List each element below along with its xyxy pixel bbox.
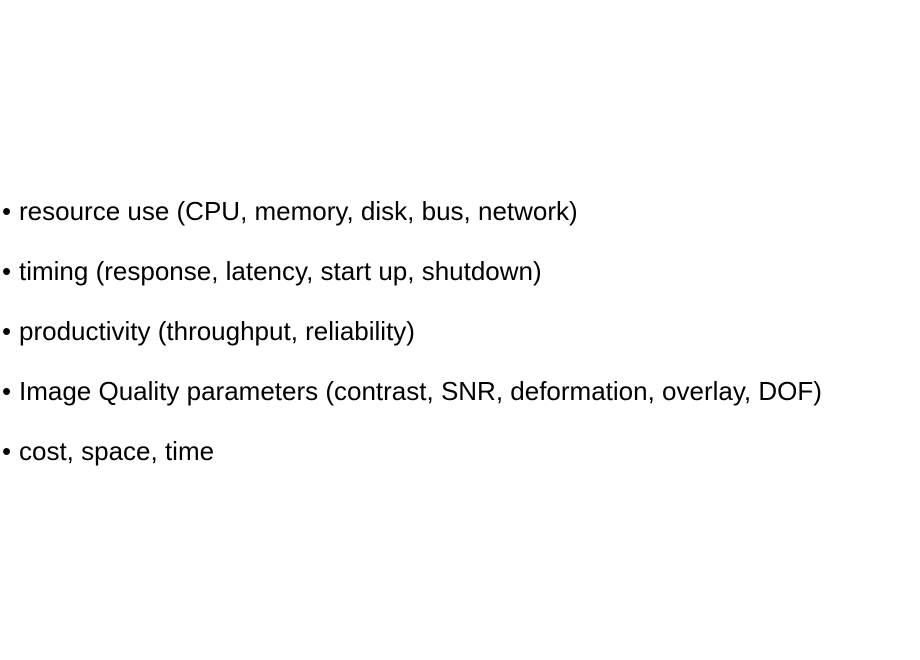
list-item-text: cost, space, time [19, 436, 215, 466]
list-item-resource-use: • resource use (CPU, memory, disk, bus, … [0, 195, 822, 255]
list-item-image-quality: • Image Quality parameters (contrast, SN… [0, 375, 822, 435]
list-item-text: resource use (CPU, memory, disk, bus, ne… [19, 196, 578, 226]
bullet-icon: • [2, 256, 12, 286]
bullet-list: • resource use (CPU, memory, disk, bus, … [0, 195, 822, 495]
list-item-text: productivity (throughput, reliability) [19, 316, 415, 346]
bullet-icon: • [2, 196, 12, 226]
bullet-icon: • [2, 376, 12, 406]
list-item-cost-space-time: • cost, space, time [0, 435, 822, 495]
list-item-text: timing (response, latency, start up, shu… [19, 256, 542, 286]
list-item-productivity: • productivity (throughput, reliability) [0, 315, 822, 375]
list-item-timing: • timing (response, latency, start up, s… [0, 255, 822, 315]
list-item-text: Image Quality parameters (contrast, SNR,… [19, 376, 822, 406]
bullet-icon: • [2, 316, 12, 346]
bullet-icon: • [2, 436, 12, 466]
